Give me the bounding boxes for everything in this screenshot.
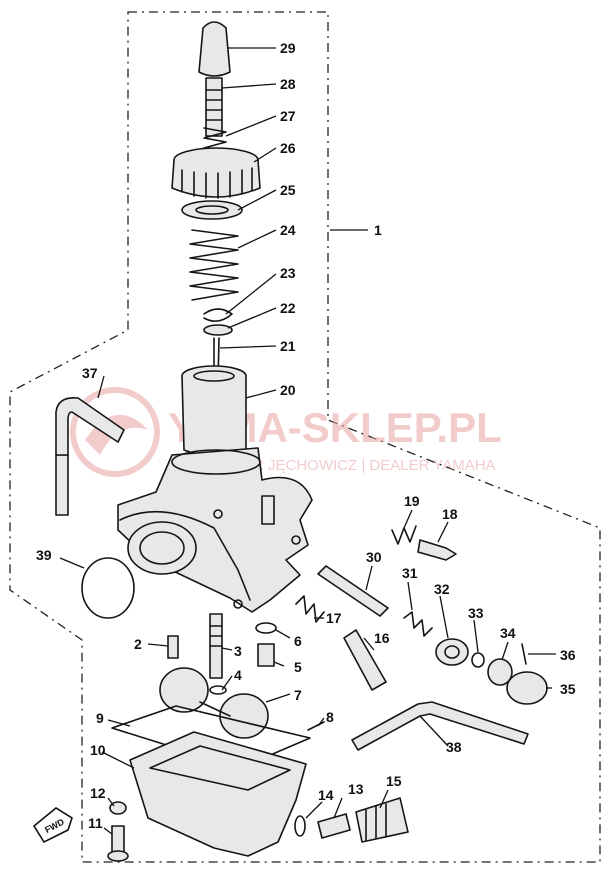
callout-25: 25 [280, 182, 296, 198]
watermark-logo-icon [70, 387, 160, 477]
callout-14: 14 [318, 787, 334, 803]
part-13-screw [317, 813, 351, 839]
callout-11: 11 [88, 815, 103, 831]
carburetor-body [117, 447, 313, 613]
callout-16: 16 [374, 630, 390, 646]
leader-lines [59, 47, 556, 835]
part-20-throttle-valve [181, 365, 247, 457]
callout-37: 37 [82, 365, 98, 381]
callout-34: 34 [500, 625, 516, 641]
part-31-spring [403, 611, 433, 637]
callout-39: 39 [36, 547, 52, 563]
part-33-washer [471, 652, 485, 668]
callout-32: 32 [434, 581, 450, 597]
callout-12: 12 [90, 785, 106, 801]
callout-31: 31 [402, 565, 418, 581]
part-37-vent-hose [55, 396, 125, 516]
part-7-float [159, 667, 269, 739]
part-26-top-nut [171, 147, 261, 199]
part-3-main-nozzle [209, 613, 223, 679]
callout-6: 6 [294, 633, 302, 649]
part-22-seat [203, 324, 233, 336]
part-4-washer [209, 685, 227, 695]
callout-8: 8 [326, 709, 334, 725]
part-30-starter-plunger [317, 565, 389, 617]
part-2-jet [167, 635, 179, 659]
part-18-screw [417, 539, 457, 561]
callout-26: 26 [280, 140, 296, 156]
callout-33: 33 [468, 605, 484, 621]
forward-direction-arrow-icon: FWD [32, 807, 73, 844]
part-25-gasket [181, 200, 243, 220]
callout-5: 5 [294, 659, 302, 675]
callout-21: 21 [280, 338, 296, 354]
callout-9: 9 [96, 710, 104, 726]
callout-22: 22 [280, 300, 296, 316]
part-6-o-ring [255, 622, 277, 634]
part-24-spring [189, 229, 239, 301]
assembly-boundary [9, 11, 601, 863]
watermark-subtext: PIOTR JĘCHOWICZ | DEALER YAMAHA [218, 457, 496, 474]
part-32-screw [435, 638, 469, 666]
part-34-cap [487, 658, 513, 686]
callout-17: 17 [326, 610, 342, 626]
callout-10: 10 [90, 742, 106, 758]
part-38-overflow-hose [351, 701, 529, 751]
part-16-needle-jet [343, 629, 387, 691]
callout-1: 1 [374, 222, 382, 238]
callout-2: 2 [134, 636, 142, 652]
part-39-o-ring [81, 557, 135, 619]
callout-24: 24 [280, 222, 296, 238]
watermark: YAMA-SKLEP.PL PIOTR JĘCHOWICZ | DEALER Y… [70, 387, 502, 477]
callout-13: 13 [348, 781, 364, 797]
callout-23: 23 [280, 265, 296, 281]
callout-30: 30 [366, 549, 382, 565]
part-14-gasket [294, 815, 306, 837]
part-8-pin [307, 721, 325, 731]
part-23-clip [203, 308, 233, 322]
callout-15: 15 [386, 773, 402, 789]
part-10-float-bowl [129, 731, 307, 857]
callout-38: 38 [446, 739, 462, 755]
callout-18: 18 [442, 506, 458, 522]
callout-7: 7 [294, 687, 302, 703]
part-17-spring [295, 595, 325, 623]
part-28-cable-adjuster [205, 77, 223, 137]
part-15-drain-plug [355, 797, 409, 843]
callout-36: 36 [560, 647, 576, 663]
callout-labels: 29 28 27 26 25 24 1 23 22 21 20 37 19 18… [36, 40, 576, 831]
callout-20: 20 [280, 382, 296, 398]
part-29-cap [198, 21, 231, 77]
part-19-spring [391, 525, 417, 545]
part-11-screw [107, 825, 129, 862]
callout-4: 4 [234, 667, 242, 683]
part-5-main-jet [257, 643, 275, 667]
part-36-pin [521, 643, 527, 665]
part-35-cap [506, 671, 548, 705]
callout-35: 35 [560, 681, 576, 697]
callout-19: 19 [404, 493, 420, 509]
callout-28: 28 [280, 76, 296, 92]
callout-29: 29 [280, 40, 296, 56]
callout-27: 27 [280, 108, 296, 124]
callout-3: 3 [234, 643, 242, 659]
